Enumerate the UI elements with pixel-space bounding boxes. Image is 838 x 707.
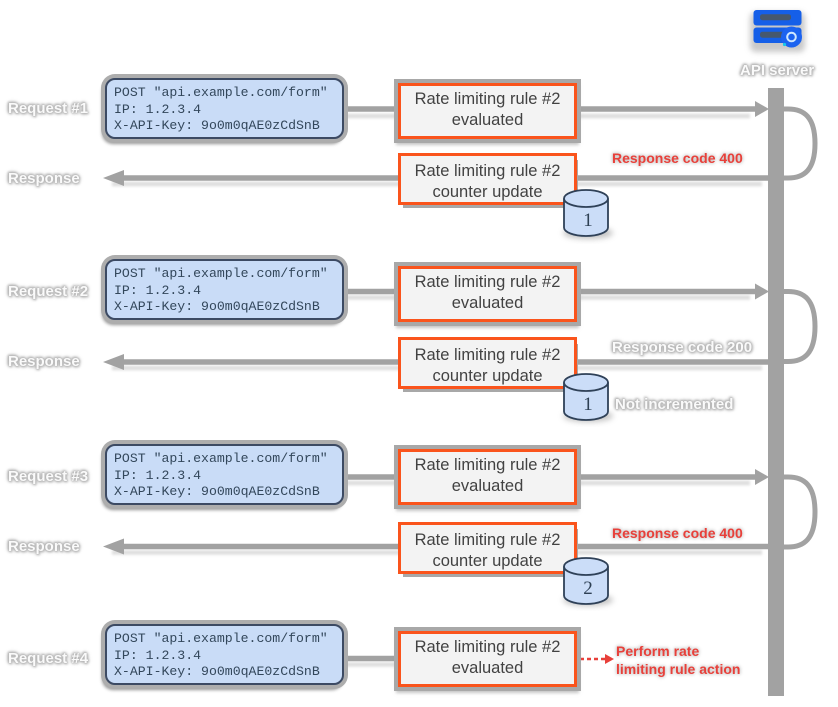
svg-text:2: 2 [583,578,593,599]
svg-text:1: 1 [583,394,593,415]
svg-text:1: 1 [583,210,593,231]
